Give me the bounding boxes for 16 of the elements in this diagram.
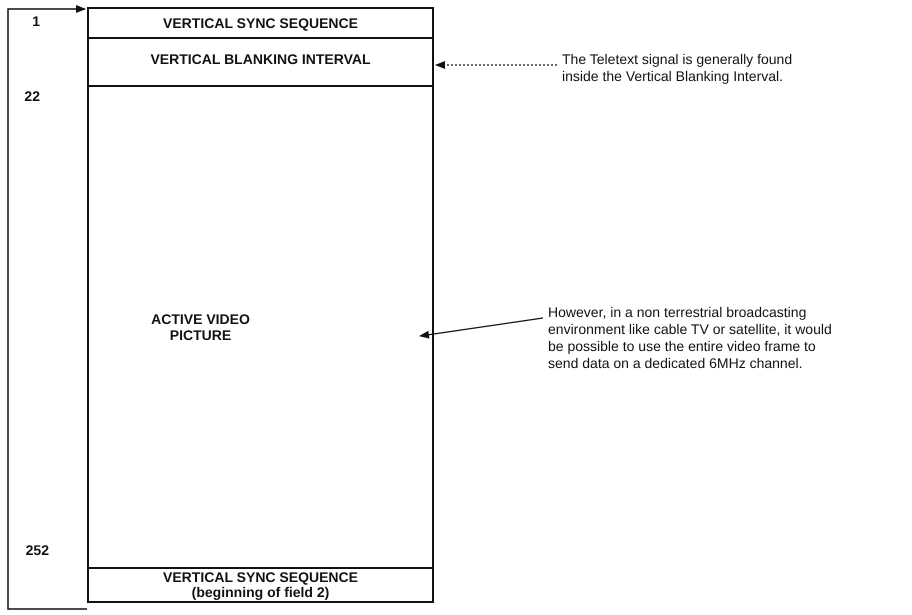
band-label: VERTICAL SYNC SEQUENCE bbox=[163, 15, 358, 31]
band-label: VERTICAL BLANKING INTERVAL bbox=[150, 51, 371, 67]
signal-band bbox=[87, 37, 434, 87]
leader-line bbox=[435, 61, 557, 69]
band-label: VERTICAL SYNC SEQUENCE (beginning of field 2) bbox=[162, 570, 359, 600]
band-label: ACTIVE VIDEO PICTURE bbox=[150, 311, 251, 343]
arrow bbox=[7, 5, 87, 610]
signal-band bbox=[87, 85, 434, 569]
line-number: 252 bbox=[24, 542, 49, 558]
signal-band bbox=[87, 567, 434, 603]
arrow bbox=[419, 317, 544, 339]
line-number: 22 bbox=[23, 88, 40, 104]
note-text: The Teletext signal is generally found inside the Vertical Blanking Interval. bbox=[562, 51, 822, 85]
signal-band bbox=[87, 7, 434, 39]
note-text: However, in a non terrestrial broadcasting environment like cable TV or satellite, it would be possible to use the entire video frame to send data on a dedicated 6MHz channel. bbox=[548, 304, 848, 372]
line-number: 1 bbox=[31, 13, 40, 29]
